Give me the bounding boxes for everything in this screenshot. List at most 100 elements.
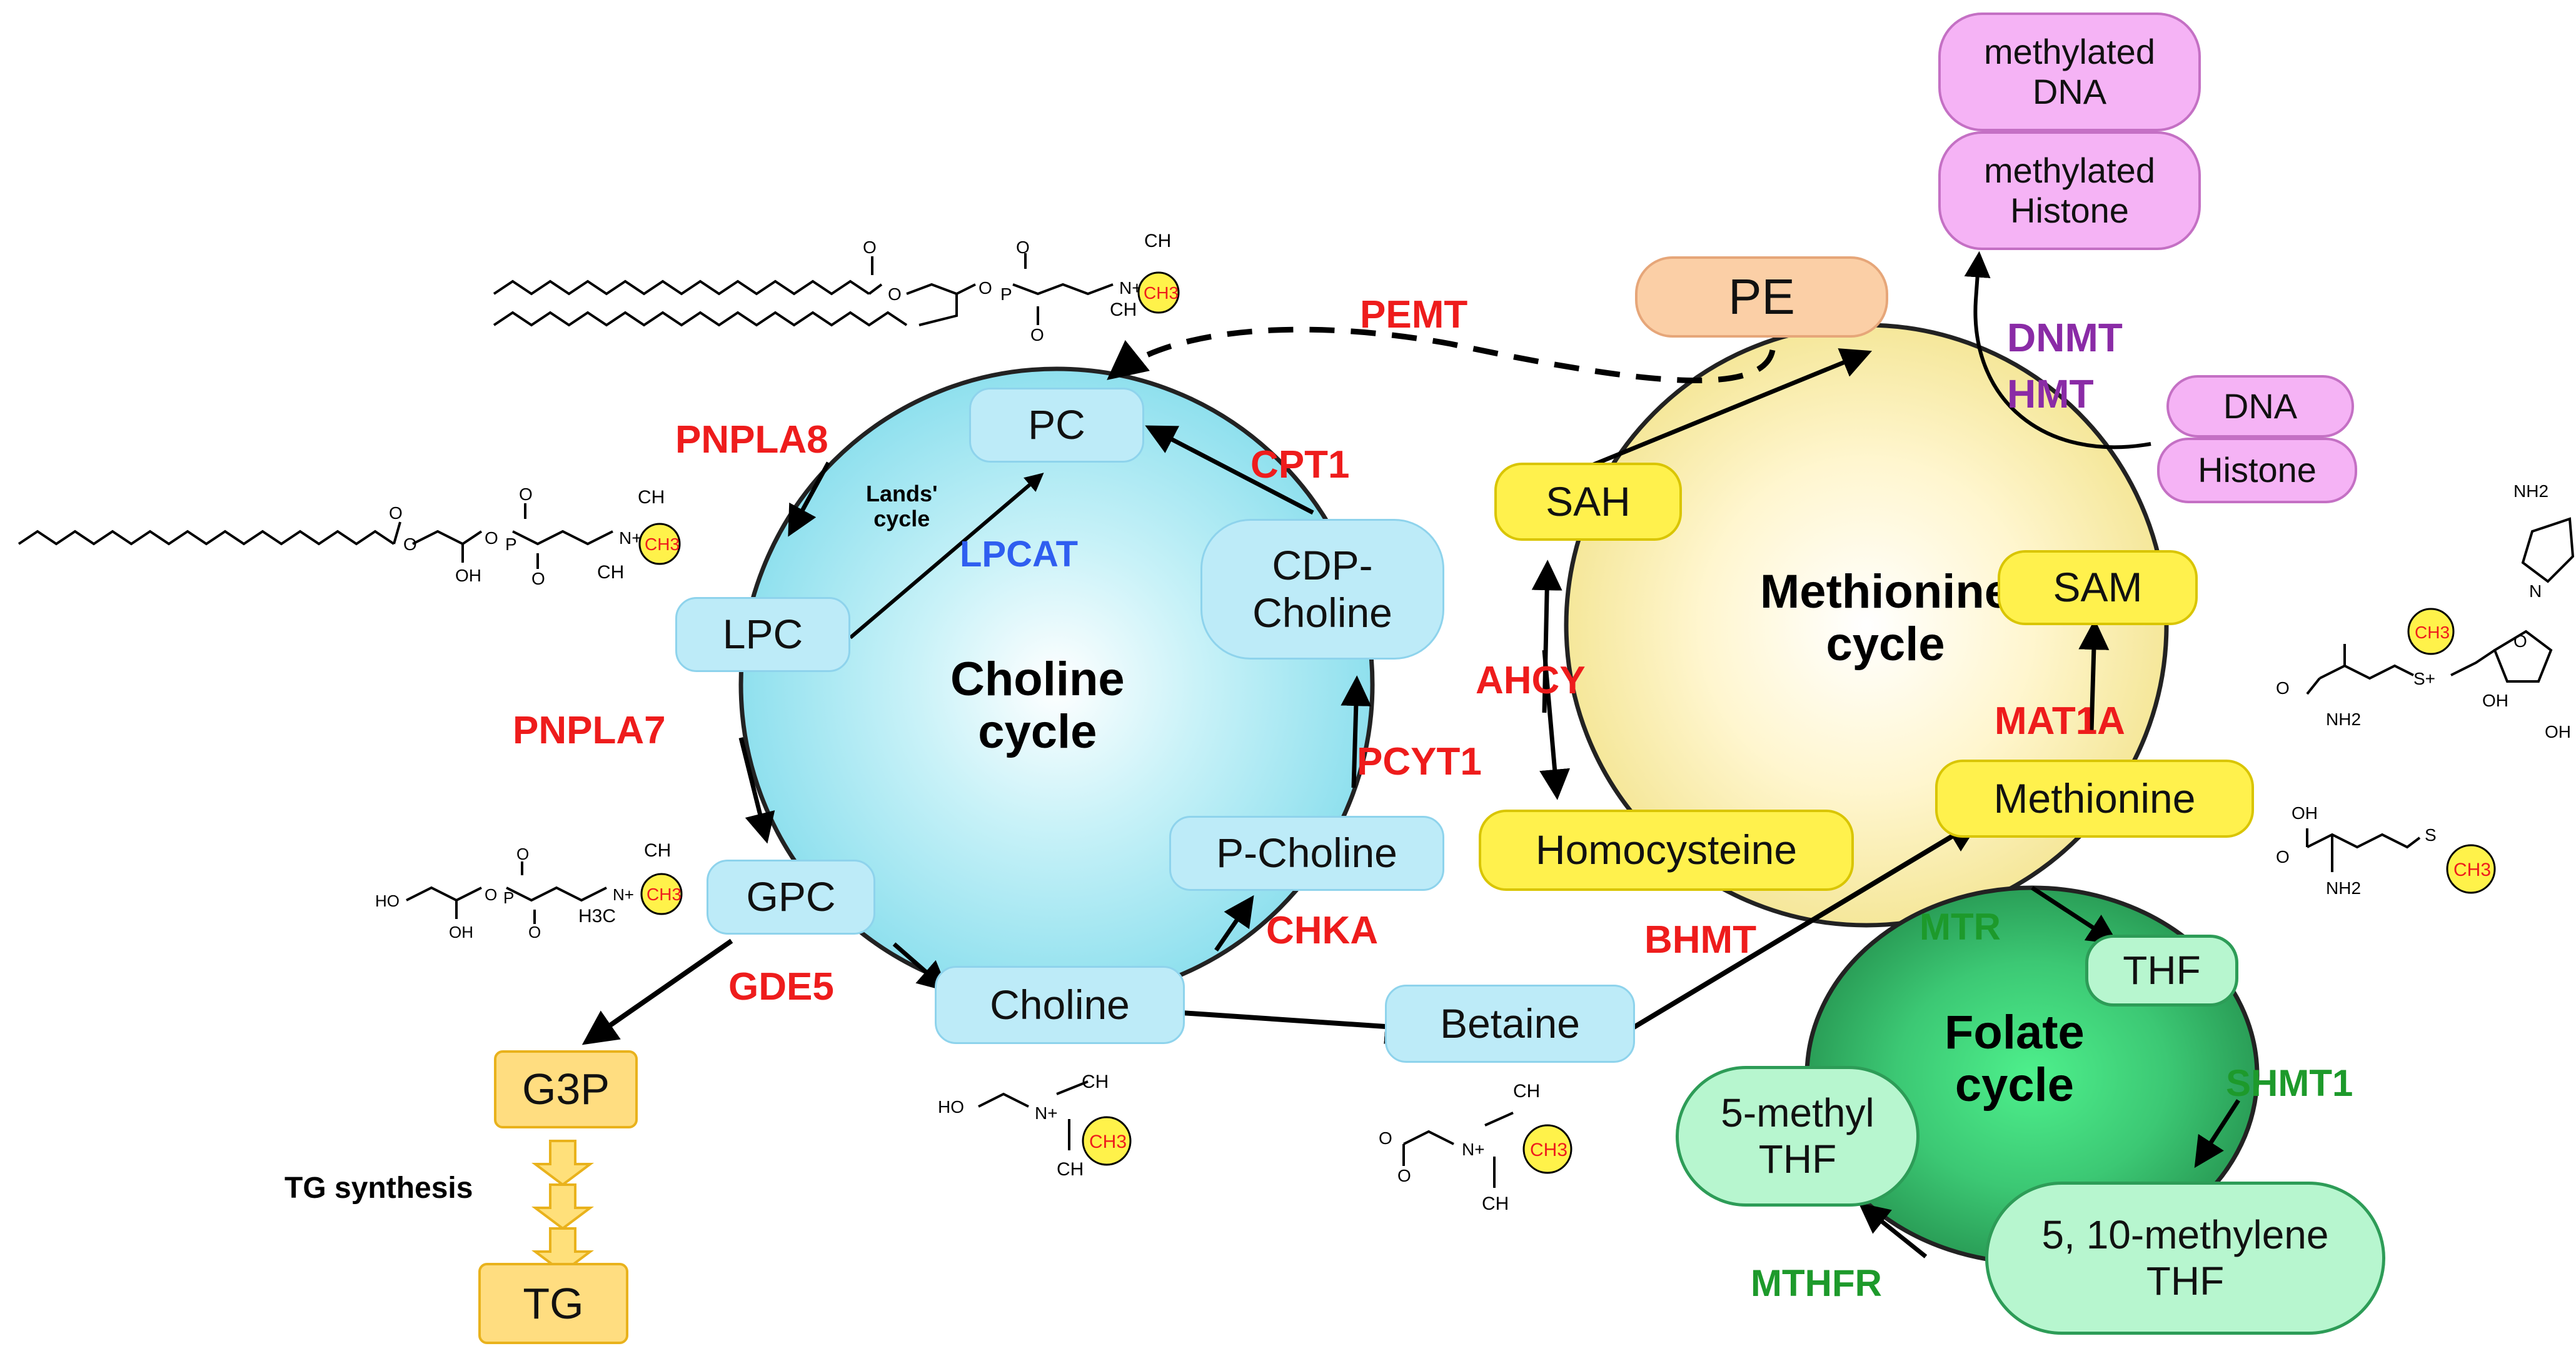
enzyme-gde5: GDE5 — [728, 965, 834, 1008]
node-g3p[interactable]: G3P — [494, 1050, 638, 1128]
arrow-mthfr — [1858, 1202, 1928, 1258]
atom-n: N — [2529, 581, 2542, 601]
node-pe[interactable]: PE — [1635, 256, 1888, 338]
enzyme-bhmt: BHMT — [1644, 918, 1757, 962]
node-gpc[interactable]: GPC — [707, 860, 875, 935]
atom-o: O — [1379, 1128, 1392, 1148]
methionine-cycle-title: Methionine cycle — [1760, 566, 2011, 670]
folate-cycle-text: Folate cycle — [1945, 1006, 2085, 1112]
node-pc[interactable]: PC — [969, 388, 1144, 463]
svg-text:CH3: CH3 — [2415, 623, 2450, 642]
arrow-pcholine-to-cdpcholine — [1341, 675, 1372, 788]
svg-text:CH3: CH3 — [645, 535, 680, 554]
node-lpc[interactable]: LPC — [675, 597, 850, 672]
enzyme-mat1a: MAT1A — [1995, 700, 2125, 743]
node-tg[interactable]: TG — [478, 1263, 628, 1344]
methyl-label: H3C — [578, 906, 616, 927]
node-gpc-label: GPC — [746, 873, 836, 920]
node-methylated-dna[interactable]: methylated DNA — [1938, 13, 2201, 131]
gpc-structure — [406, 861, 607, 924]
methionine-structure-atoms: OH O NH2 S — [2276, 803, 2437, 898]
atom-s: S — [2425, 825, 2437, 845]
gpc-structure-atoms: HO OH O P O O N+ — [375, 845, 634, 942]
ch3-badge: CH3 — [1082, 1116, 1132, 1166]
atom-o: O — [2276, 847, 2290, 866]
atom-oh: OH — [449, 923, 473, 942]
atom-o: O — [389, 503, 403, 523]
node-histone-label: Histone — [2198, 450, 2317, 490]
atom-n-plus: N+ — [1035, 1103, 1058, 1123]
node-sah[interactable]: SAH — [1494, 463, 1682, 541]
enzyme-hmt: HMT — [2007, 371, 2094, 416]
atom-n-plus: N+ — [1462, 1140, 1485, 1159]
atom-o: O — [403, 535, 417, 554]
sam-structure-atoms: O NH2 S+ O OH OH NH2 N — [2276, 481, 2571, 741]
node-methylated-histone[interactable]: methylated Histone — [1938, 131, 2201, 250]
node-lpc-label: LPC — [722, 611, 803, 658]
atom-p: P — [505, 535, 517, 554]
ch3-badge: CH3 — [2407, 608, 2455, 655]
methyl-label: CH — [1082, 1072, 1109, 1092]
arrow-mtr — [2031, 886, 2119, 945]
enzyme-chka: CHKA — [1266, 909, 1379, 952]
methyl-label: CH — [1482, 1193, 1509, 1214]
node-betaine[interactable]: Betaine — [1385, 985, 1635, 1063]
choline-cycle-text: Choline cycle — [950, 653, 1125, 758]
atom-oh: OH — [2545, 722, 2571, 741]
node-sam-label: SAM — [2053, 564, 2143, 611]
methyl-badges: CH3 CH3 CH3 CH3 CH3 CH3 CH3 — [638, 271, 2496, 1174]
atom-n-plus: N+ — [613, 885, 634, 904]
enzyme-mtr: MTR — [1919, 906, 2001, 948]
arrow-choline-to-pcholine — [1214, 895, 1254, 952]
arrow-ahcy-up — [1531, 560, 1562, 713]
arrow-methionine-to-sam — [2078, 619, 2110, 732]
node-cdp-choline-label: CDP- Choline — [1252, 541, 1392, 636]
folate-cycle-title: Folate cycle — [1945, 1007, 2085, 1111]
node-methionine[interactable]: Methionine — [1935, 760, 2254, 838]
node-pe-label: PE — [1728, 269, 1795, 324]
atom-o: O — [2276, 678, 2290, 698]
node-g3p-label: G3P — [521, 1065, 610, 1114]
node-sam[interactable]: SAM — [1998, 550, 2198, 625]
node-p-choline[interactable]: P-Choline — [1169, 816, 1444, 891]
arrow-pc-to-lpc — [788, 461, 831, 537]
node-5-10-methylene-thf[interactable]: 5, 10-methylene THF — [1985, 1182, 2385, 1335]
arrow-shmt1 — [2194, 1099, 2240, 1168]
methyl-label: CH — [1057, 1159, 1084, 1180]
arrow-lands-cycle — [849, 473, 1044, 640]
node-cdp-choline[interactable]: CDP- Choline — [1200, 519, 1444, 660]
methyl-label: CH — [638, 487, 665, 508]
node-thf[interactable]: THF — [2085, 935, 2238, 1007]
atom-nh2: NH2 — [2513, 481, 2548, 501]
node-pc-label: PC — [1028, 401, 1085, 448]
enzyme-cpt1: CPT1 — [1250, 443, 1350, 486]
pc-structure-atoms: O O O P O O N+ — [863, 238, 1142, 344]
methyl-label: CH — [597, 562, 624, 583]
enzyme-pcyt1: PCYT1 — [1357, 740, 1482, 783]
lands-cycle-label: Lands' cycle — [866, 481, 938, 531]
node-choline[interactable]: Choline — [935, 966, 1185, 1044]
arrow-dna-histone-methylation — [1964, 251, 2151, 449]
node-methylated-dna-label: methylated DNA — [1984, 31, 2155, 111]
node-homocysteine-label: Homocysteine — [1535, 826, 1798, 873]
tg-synthesis-chevrons — [531, 1140, 594, 1274]
sam-structure — [2306, 517, 2575, 695]
node-tg-label: TG — [523, 1278, 584, 1328]
methyl-label: CH — [1513, 1081, 1540, 1102]
node-histone[interactable]: Histone — [2157, 438, 2357, 503]
arrow-pemt-pe-to-pc — [1107, 326, 1776, 384]
node-5-methyl-thf[interactable]: 5-methyl THF — [1676, 1066, 1919, 1207]
atom-nh2: NH2 — [2326, 710, 2361, 729]
node-homocysteine[interactable]: Homocysteine — [1479, 810, 1854, 891]
methionine-structure — [2306, 828, 2421, 872]
atom-o: O — [516, 845, 529, 863]
atom-o: O — [863, 238, 877, 257]
ch3-badge: CH3 — [1137, 271, 1180, 314]
atom-o: O — [888, 284, 902, 304]
arrow-choline-to-betaine — [1181, 1009, 1421, 1044]
node-dna[interactable]: DNA — [2166, 375, 2354, 438]
arrow-gpc-to-g3p — [581, 938, 733, 1045]
enzyme-shmt1: SHMT1 — [2226, 1062, 2353, 1104]
betaine-structure — [1402, 1112, 1514, 1188]
